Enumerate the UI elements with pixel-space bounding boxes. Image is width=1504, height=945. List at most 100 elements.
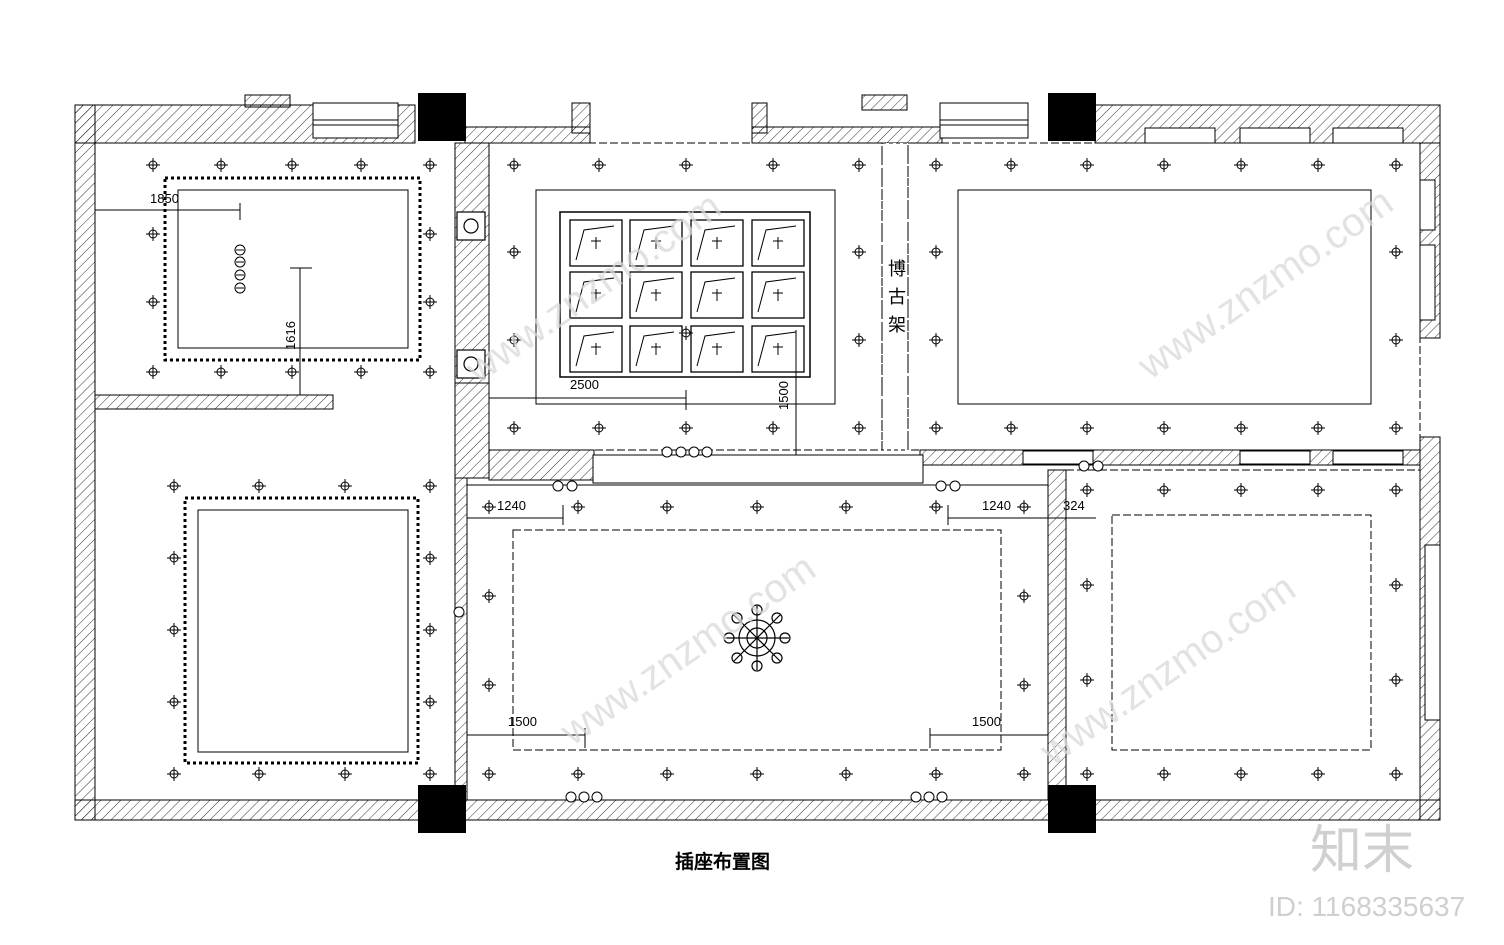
downlight-icon xyxy=(1080,483,1094,497)
downlight-icon xyxy=(1234,483,1248,497)
socket-icon xyxy=(565,791,577,803)
socket-icon xyxy=(234,256,246,268)
downlight-icon xyxy=(679,158,693,172)
downlight-icon xyxy=(423,767,437,781)
downlight-icon xyxy=(592,158,606,172)
ceiling-panel xyxy=(751,271,805,319)
socket-icon xyxy=(591,791,603,803)
downlight-icon xyxy=(285,158,299,172)
downlight-icon xyxy=(660,767,674,781)
watermark-text: www.znzmo.com xyxy=(552,546,824,755)
dim-1240-right: 1240 xyxy=(982,498,1011,513)
cabinet-char-2: 古 xyxy=(888,287,906,308)
downlight-icon xyxy=(167,695,181,709)
dim-1240-left: 1240 xyxy=(497,498,526,513)
downlight-icon xyxy=(507,421,521,435)
downlights xyxy=(146,158,1403,781)
downlight-icon xyxy=(482,589,496,603)
downlight-icon xyxy=(1389,578,1403,592)
downlight-icon xyxy=(1157,421,1171,435)
downlight-icon xyxy=(571,500,585,514)
downlight-icon xyxy=(571,767,585,781)
dim-1500-left: 1500 xyxy=(508,714,537,729)
downlight-icon xyxy=(1389,421,1403,435)
downlight-icon xyxy=(146,295,160,309)
downlight-icon xyxy=(1234,767,1248,781)
downlight-icon xyxy=(929,245,943,259)
drawing-title: 插座布置图 xyxy=(675,850,770,873)
downlight-icon xyxy=(214,158,228,172)
downlight-icon xyxy=(839,767,853,781)
downlight-icon xyxy=(766,421,780,435)
socket-icon xyxy=(234,244,246,256)
downlight-icon xyxy=(423,365,437,379)
downlight-icon xyxy=(146,158,160,172)
downlight-icon xyxy=(1389,673,1403,687)
downlight-icon xyxy=(929,500,943,514)
dining-ceiling-grid xyxy=(569,219,805,373)
downlight-icon xyxy=(1311,158,1325,172)
ceiling-panel xyxy=(690,325,744,373)
downlight-icon xyxy=(679,421,693,435)
socket-icon xyxy=(675,446,687,458)
dim-324: 324 xyxy=(1063,498,1085,513)
socket-icon xyxy=(234,282,246,294)
socket-icon xyxy=(578,791,590,803)
downlight-icon xyxy=(146,365,160,379)
downlight-icon xyxy=(423,295,437,309)
dim-1500-right: 1500 xyxy=(972,714,1001,729)
cabinet-char-1: 博 xyxy=(888,259,906,280)
socket-icon xyxy=(1078,460,1090,472)
socket-icon xyxy=(701,446,713,458)
downlight-icon xyxy=(423,695,437,709)
structural-columns xyxy=(418,93,1096,833)
downlight-icon xyxy=(167,479,181,493)
dim-1616: 1616 xyxy=(283,321,298,350)
cabinet-label: 博 古 架 xyxy=(888,259,906,336)
ceiling-panel xyxy=(569,219,623,267)
downlight-icon xyxy=(852,421,866,435)
downlight-icon xyxy=(839,500,853,514)
downlight-icon xyxy=(252,767,266,781)
downlight-icon xyxy=(423,623,437,637)
socket-icon xyxy=(552,480,564,492)
downlight-icon xyxy=(679,326,693,340)
downlight-icon xyxy=(482,767,496,781)
downlight-icon xyxy=(852,158,866,172)
socket-icon xyxy=(1092,460,1104,472)
downlight-icon xyxy=(1389,245,1403,259)
socket-icon xyxy=(688,446,700,458)
socket-icon xyxy=(234,269,246,281)
ceiling-panel xyxy=(629,325,683,373)
ceiling-panel xyxy=(751,325,805,373)
downlight-icon xyxy=(750,767,764,781)
downlight-icon xyxy=(507,158,521,172)
downlight-icon xyxy=(1017,500,1031,514)
downlight-icon xyxy=(1080,421,1094,435)
downlight-icon xyxy=(354,158,368,172)
downlight-icon xyxy=(1080,158,1094,172)
downlight-icon xyxy=(507,245,521,259)
socket-icon xyxy=(936,791,948,803)
downlight-icon xyxy=(482,500,496,514)
downlight-icon xyxy=(1080,673,1094,687)
sockets xyxy=(234,244,1104,803)
downlight-icon xyxy=(1389,158,1403,172)
ceiling-panel xyxy=(690,219,744,267)
downlight-icon xyxy=(1311,421,1325,435)
downlight-icon xyxy=(423,479,437,493)
downlight-icon xyxy=(167,551,181,565)
dim-1500-vertical: 1500 xyxy=(776,381,791,410)
downlight-icon xyxy=(1157,767,1171,781)
downlight-icon xyxy=(750,500,764,514)
downlight-icon xyxy=(1389,767,1403,781)
downlight-icon xyxy=(929,767,943,781)
downlight-icon xyxy=(852,245,866,259)
downlight-icon xyxy=(167,623,181,637)
downlight-icon xyxy=(1311,767,1325,781)
cabinet-char-3: 架 xyxy=(888,315,906,336)
ceiling-panel xyxy=(751,219,805,267)
dim-2500: 2500 xyxy=(570,377,599,392)
dimension-labels: 1850 1616 2500 1500 1240 1240 324 1500 1… xyxy=(150,191,1085,729)
socket-icon xyxy=(566,480,578,492)
